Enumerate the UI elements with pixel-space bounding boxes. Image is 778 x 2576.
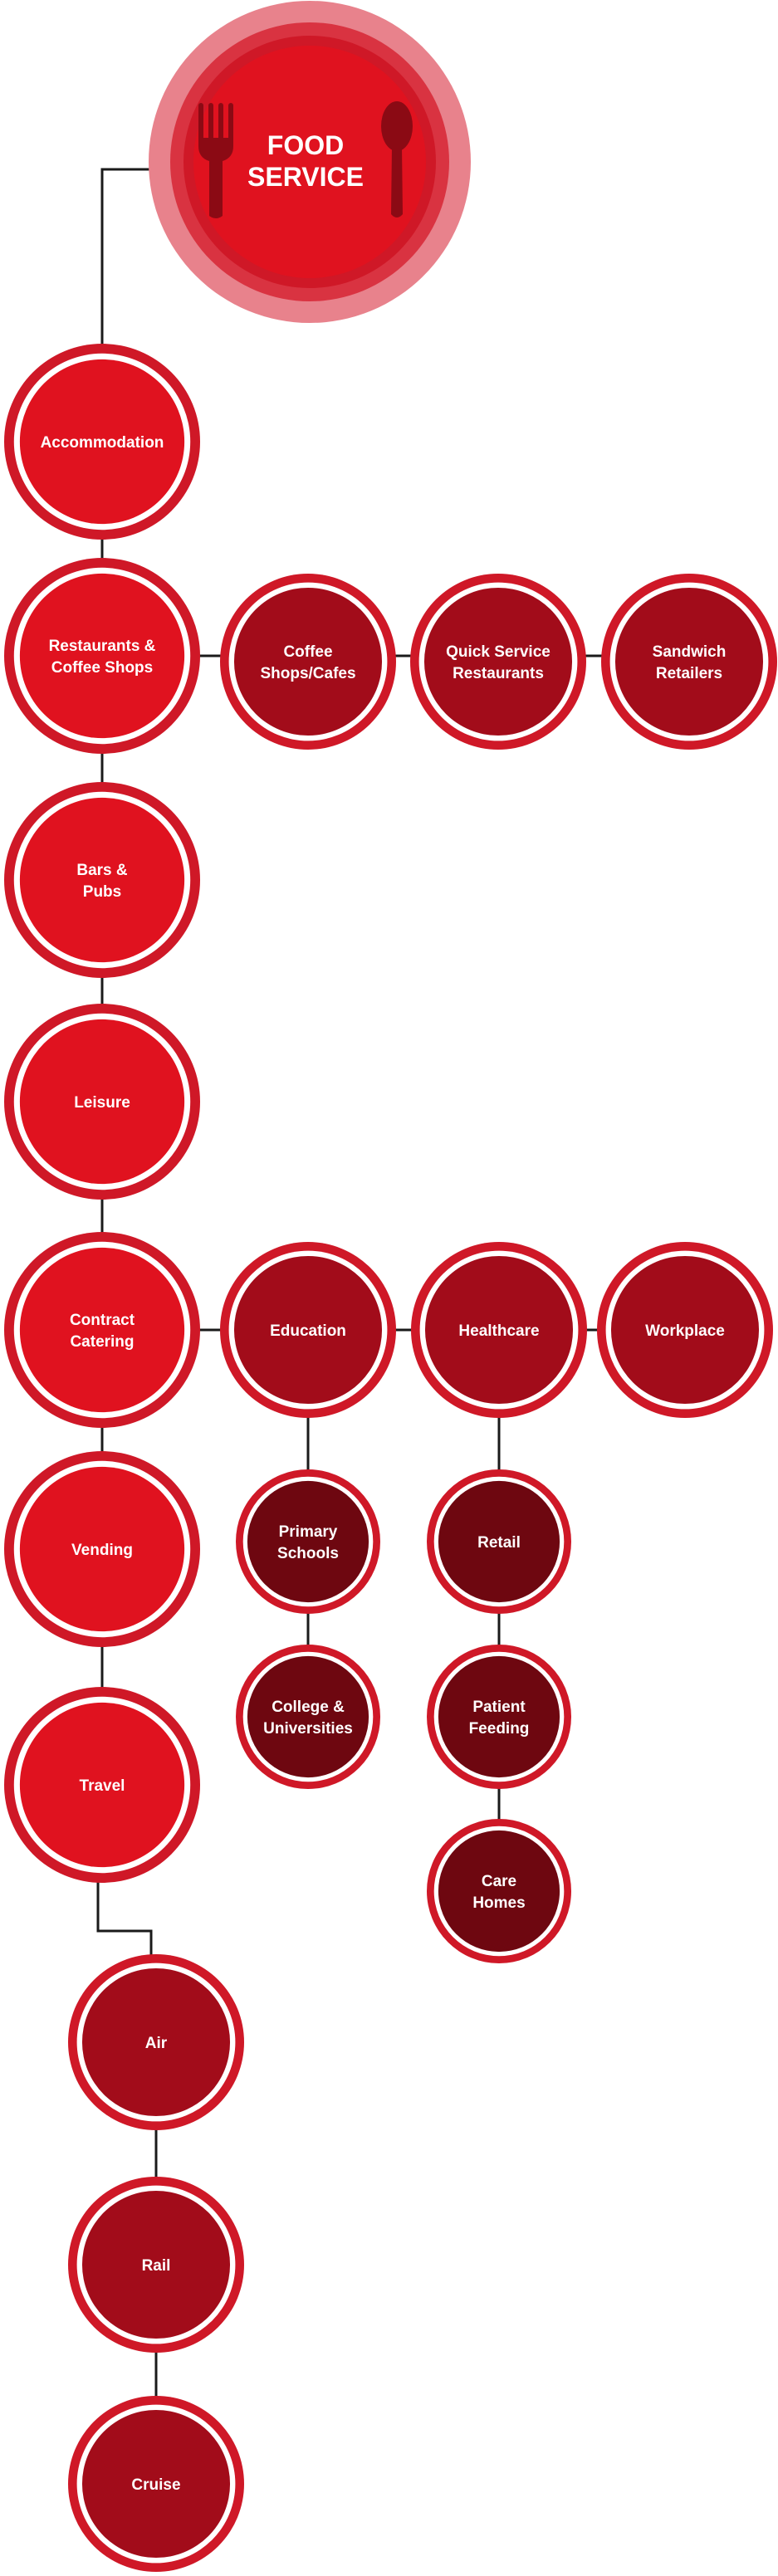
node-college: College & Universities	[236, 1645, 380, 1789]
node-contract-label-line2: Catering	[70, 1333, 134, 1351]
node-vending: Vending	[4, 1451, 200, 1647]
node-rail: Rail	[68, 2177, 244, 2353]
node-care-core	[438, 1830, 560, 1953]
node-healthcare-label: Healthcare	[458, 1322, 539, 1340]
root-title-line2: SERVICE	[247, 162, 364, 192]
node-education: Education	[220, 1242, 396, 1418]
node-rail-core	[81, 2190, 231, 2339]
node-rail-label: Rail	[142, 2257, 171, 2275]
node-college-core	[247, 1655, 369, 1778]
node-patient-label-line2: Feeding	[469, 1720, 530, 1738]
node-workplace: Workplace	[597, 1242, 773, 1418]
node-bars-core	[19, 797, 185, 963]
node-healthcare-core	[424, 1255, 574, 1405]
node-sandwich-label-line2: Retailers	[656, 665, 722, 682]
node-bars-label-line1: Bars &	[76, 862, 128, 879]
node-restaurants: Restaurants & Coffee Shops	[4, 558, 200, 754]
node-care-label-line2: Homes	[472, 1894, 525, 1912]
root-core	[193, 46, 426, 278]
node-cruise: Cruise	[68, 2396, 244, 2572]
node-college-label-line2: Universities	[263, 1720, 353, 1738]
node-air-label: Air	[145, 2035, 168, 2052]
node-retail-core	[438, 1480, 560, 1603]
node-education-core	[233, 1255, 383, 1405]
node-primary-label-line1: Primary	[279, 1523, 338, 1541]
root-title-line1: FOOD	[267, 130, 344, 160]
node-cruise-core	[81, 2409, 231, 2559]
node-restaurants-label-line1: Restaurants &	[49, 638, 156, 655]
node-restaurants-core	[19, 573, 185, 739]
node-contract-label-line1: Contract	[70, 1312, 135, 1329]
node-education-label: Education	[270, 1322, 346, 1340]
node-retail: Retail	[427, 1469, 571, 1614]
node-accommodation-core	[19, 359, 185, 525]
node-patient-label-line1: Patient	[472, 1699, 526, 1716]
node-patient-core	[438, 1655, 560, 1778]
node-primary-label-line2: Schools	[277, 1545, 339, 1562]
node-primary-core	[247, 1480, 369, 1603]
node-bars: Bars & Pubs	[4, 782, 200, 978]
node-sandwich-label-line1: Sandwich	[653, 643, 727, 661]
node-travel-core	[19, 1702, 185, 1868]
node-workplace-label: Workplace	[645, 1322, 725, 1340]
node-retail-label: Retail	[477, 1534, 521, 1552]
node-quick-service-label-line2: Restaurants	[453, 665, 544, 682]
node-leisure-label: Leisure	[74, 1094, 130, 1112]
node-vending-core	[19, 1466, 185, 1632]
node-leisure-core	[19, 1019, 185, 1185]
node-travel: Travel	[4, 1687, 200, 1883]
node-air-core	[81, 1967, 231, 2117]
node-accommodation: Accommodation	[4, 344, 200, 540]
node-college-label-line1: College &	[272, 1699, 345, 1716]
node-travel-label: Travel	[80, 1777, 125, 1795]
node-coffee-shops-label-line2: Shops/Cafes	[260, 665, 355, 682]
node-contract-core	[19, 1247, 185, 1413]
node-care-label-line1: Care	[482, 1873, 516, 1890]
spoon-icon	[381, 101, 413, 218]
node-air: Air	[68, 1954, 244, 2130]
node-sandwich-core	[614, 587, 764, 736]
node-healthcare: Healthcare	[411, 1242, 587, 1418]
fork-icon	[198, 103, 233, 218]
node-cruise-label: Cruise	[131, 2476, 180, 2494]
root-node-food-service: FOOD SERVICE	[149, 1, 471, 323]
node-quick-service-label-line1: Quick Service	[446, 643, 550, 661]
node-restaurants-label-line2: Coffee Shops	[51, 659, 153, 677]
node-accommodation-label: Accommodation	[41, 434, 164, 452]
node-coffee-shops-label-line1: Coffee	[283, 643, 332, 661]
node-vending-label: Vending	[71, 1542, 133, 1559]
node-coffee-shops-core	[233, 587, 383, 736]
node-leisure: Leisure	[4, 1004, 200, 1200]
node-workplace-core	[610, 1255, 760, 1405]
node-bars-label-line2: Pubs	[83, 883, 121, 901]
node-quick-service-core	[423, 587, 573, 736]
